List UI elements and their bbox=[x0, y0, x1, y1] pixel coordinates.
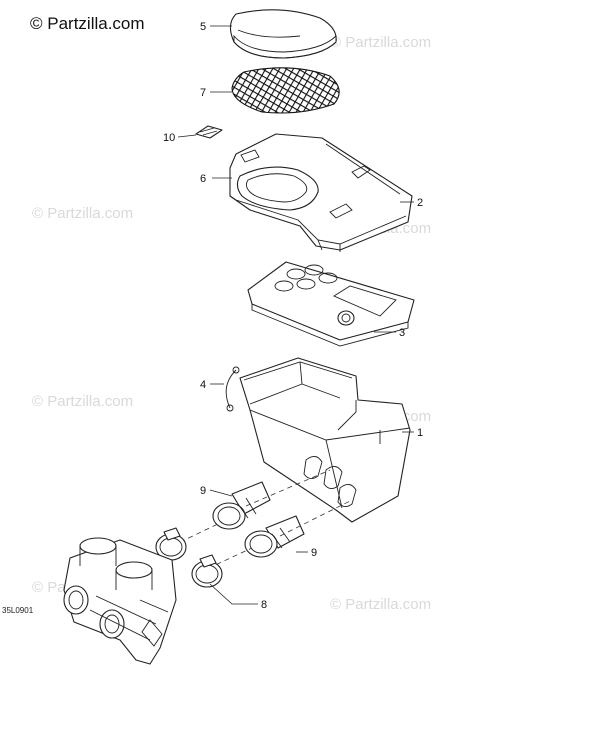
part-2-airbox-cover[interactable] bbox=[229, 133, 413, 252]
assembly-line bbox=[245, 469, 331, 507]
callout-8: 8 bbox=[261, 599, 267, 611]
part-9-intake-boot-lower[interactable] bbox=[244, 515, 305, 558]
callout-3: 3 bbox=[399, 327, 405, 339]
carburetor-assembly bbox=[63, 537, 177, 665]
faint-watermark: © Partzilla.com bbox=[32, 393, 134, 410]
part-6-cover-seal[interactable] bbox=[236, 166, 319, 211]
callout-leaders bbox=[177, 25, 414, 605]
callout-6: 6 bbox=[200, 173, 206, 185]
part-4-clip[interactable] bbox=[225, 366, 240, 412]
callout-9-lower: 9 bbox=[311, 547, 317, 559]
callout-7: 7 bbox=[200, 87, 206, 99]
faint-watermark: © Partzilla.com bbox=[330, 34, 432, 51]
part-8-clamp-lower[interactable] bbox=[191, 554, 223, 588]
faint-watermark: © Partzilla.com bbox=[330, 596, 432, 613]
faint-watermark: © Partzilla.com bbox=[32, 205, 134, 222]
part-3-plate[interactable] bbox=[247, 261, 415, 347]
part-10-pad[interactable] bbox=[195, 125, 223, 139]
partzilla-brand-watermark: © Partzilla.com bbox=[30, 14, 145, 33]
callout-2: 2 bbox=[417, 197, 423, 209]
part-5-foam-cover[interactable] bbox=[229, 9, 337, 59]
part-7-mesh-filter[interactable] bbox=[231, 67, 340, 114]
part-1-airbox-body[interactable] bbox=[239, 357, 411, 523]
callout-4: 4 bbox=[200, 379, 206, 391]
callout-5: 5 bbox=[200, 21, 206, 33]
diagram-code: 35L0901 bbox=[2, 606, 34, 615]
callout-10: 10 bbox=[163, 132, 175, 144]
callout-9-upper: 9 bbox=[200, 485, 206, 497]
callout-1: 1 bbox=[417, 427, 423, 439]
assembly-line bbox=[279, 499, 353, 537]
